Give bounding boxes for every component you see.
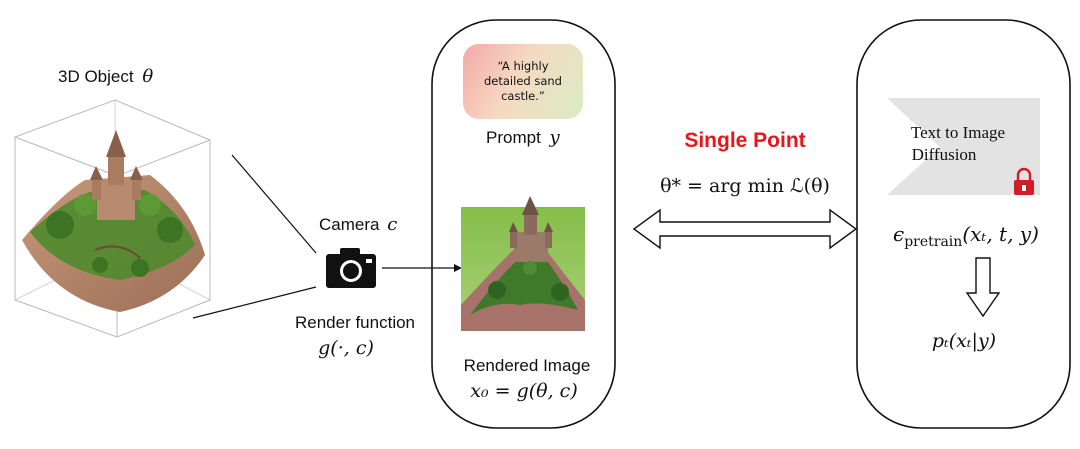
castle-object-image (22, 130, 205, 312)
render-panel (431, 19, 616, 429)
prompt-label-text: Prompt (486, 128, 541, 147)
object-label: 3D Object θ (58, 66, 153, 87)
diffusion-panel (856, 19, 1071, 429)
epsilon-pretrain-formula: ϵpretrain(xₜ, t, y) (893, 222, 1039, 250)
render-function-label: Render function (294, 313, 416, 332)
object-symbol: θ (142, 66, 154, 87)
prompt-symbol: y (549, 127, 560, 148)
camera-label: Camera c (319, 214, 397, 235)
epsilon-subscript: pretrain (904, 234, 963, 250)
object-label-text: 3D Object (58, 67, 134, 86)
objective-formula: θ* = arg min ℒ(θ) (660, 175, 830, 197)
epsilon-args: (xₜ, t, y) (962, 222, 1039, 246)
posterior-formula: pₜ(xₜ|y) (931, 330, 997, 352)
render-function-formula: g(·, c) (318, 337, 374, 359)
render-arrow-head (454, 264, 462, 272)
prompt-label: Prompt y (486, 127, 560, 148)
single-point-title: Single Point (684, 129, 806, 152)
prompt-text: “A highly detailed sand castle.” (484, 59, 562, 103)
optimization-double-arrow (632, 208, 858, 250)
camera-label-text: Camera (319, 215, 380, 234)
camera-icon (326, 248, 376, 288)
down-arrow (965, 257, 1001, 318)
diffusion-label-line2: Diffusion (911, 145, 977, 164)
projection-line-bottom (192, 286, 317, 319)
rendered-image-formula: x₀ = g(θ, c) (470, 380, 578, 402)
projection-line-top (231, 154, 317, 254)
camera-symbol: c (387, 214, 398, 235)
rendered-castle-image (461, 196, 585, 331)
rendered-image-label: Rendered Image (463, 356, 591, 375)
epsilon-symbol: ϵ (893, 222, 905, 246)
prompt-card: “A highly detailed sand castle.” (463, 44, 583, 119)
lock-icon (1014, 167, 1034, 195)
diffusion-label-line1: Text to Image (910, 123, 1006, 142)
